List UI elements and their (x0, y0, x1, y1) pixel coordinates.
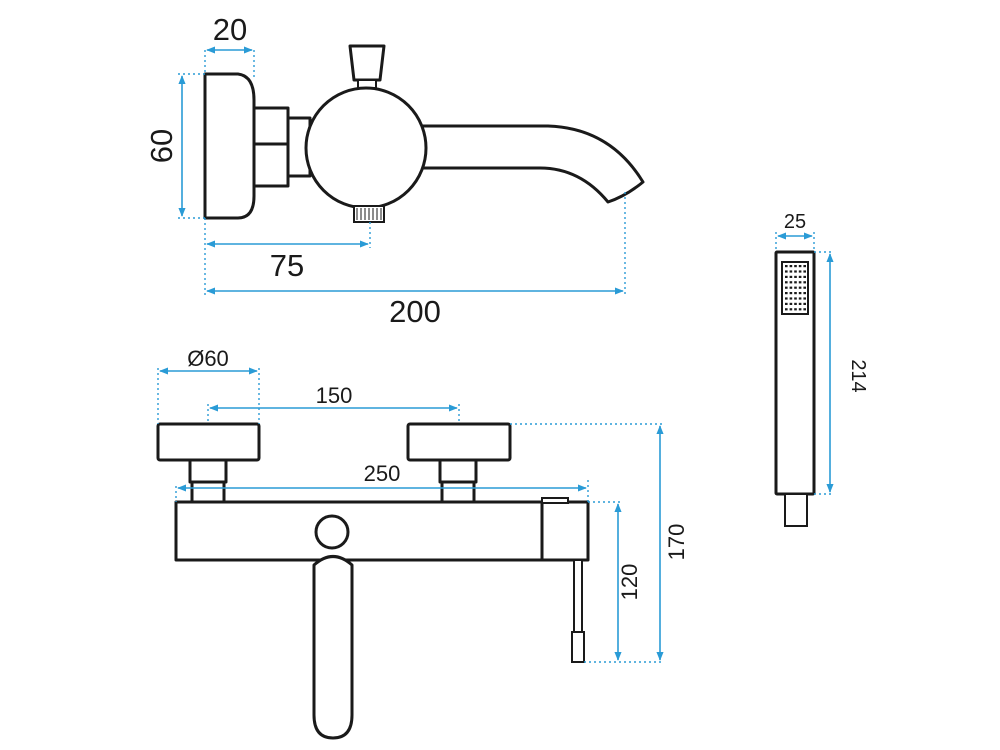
nozzle-hole (803, 297, 806, 300)
nozzle-hole (798, 270, 802, 273)
nozzle-hole (798, 302, 802, 305)
nozzle-hole (794, 270, 797, 273)
nozzle-hole (785, 302, 788, 305)
nozzle-hole (803, 302, 806, 305)
top-view: 20 60 75 200 (144, 12, 645, 329)
spout-pipe (312, 555, 354, 740)
dim-label-214: 214 (847, 359, 869, 392)
diverter-knob (314, 514, 350, 550)
mixer-body-front (174, 500, 590, 562)
nozzle-hole (794, 286, 797, 289)
shower-nozzles (785, 265, 806, 311)
outlet-tip (571, 631, 585, 663)
nozzle-hole (785, 275, 788, 278)
spout (408, 124, 645, 204)
nozzle-hole (789, 270, 793, 273)
nozzle-hole (803, 265, 806, 268)
dim-label-d60: Ø60 (187, 346, 229, 371)
connector-lower (252, 142, 290, 188)
dim-label-250: 250 (364, 461, 401, 486)
stem-left-lower (190, 480, 226, 504)
nozzle-hole (798, 275, 802, 278)
nozzle-hole (803, 281, 806, 284)
thread-lines (356, 208, 382, 220)
nozzle-hole (798, 308, 802, 311)
nozzle-hole (785, 292, 788, 295)
nozzle-hole (789, 297, 793, 300)
dim-label-150: 150 (316, 383, 353, 408)
nozzle-hole (798, 292, 802, 295)
dim-label-75: 75 (270, 248, 304, 283)
nozzle-hole (785, 297, 788, 300)
nozzle-hole (794, 297, 797, 300)
wall-plate (203, 72, 256, 220)
nozzle-hole (803, 275, 806, 278)
body-end-cap (541, 497, 569, 504)
nozzle-hole (798, 265, 802, 268)
nozzle-hole (789, 281, 793, 284)
nozzle-hole (803, 270, 806, 273)
nozzle-hole (785, 308, 788, 311)
nozzle-hole (789, 275, 793, 278)
nozzle-hole (789, 308, 793, 311)
nozzle-hole (789, 286, 793, 289)
nozzle-hole (785, 281, 788, 284)
dim-label-25: 25 (784, 211, 806, 233)
nozzle-hole (803, 286, 806, 289)
nozzle-hole (798, 281, 802, 284)
nozzle-hole (794, 281, 797, 284)
nozzle-hole (785, 286, 788, 289)
nozzle-hole (794, 302, 797, 305)
stem-left-upper (188, 458, 228, 484)
stem-right-upper (438, 458, 478, 484)
front-view: Ø60 150 250 120 170 (156, 346, 689, 740)
nozzle-hole (798, 286, 802, 289)
dim-label-120: 120 (617, 564, 642, 601)
nozzle-hole (789, 302, 793, 305)
connector-upper (252, 106, 290, 146)
stem-right-lower (440, 480, 476, 504)
handle-left (156, 422, 261, 462)
nozzle-hole (785, 270, 788, 273)
dim-label-60: 60 (144, 129, 179, 163)
nozzle-hole (803, 292, 806, 295)
mixer-body (304, 86, 428, 210)
nozzle-hole (789, 265, 793, 268)
outlet-rod (573, 559, 583, 633)
handle-right (406, 422, 512, 462)
hand-shower-view: 25 214 (774, 211, 869, 527)
dim-label-200: 200 (389, 294, 441, 329)
nozzle-hole (798, 297, 802, 300)
knob-top (348, 44, 386, 82)
nozzle-hole (794, 265, 797, 268)
nozzle-hole (785, 265, 788, 268)
hand-shower-connector (784, 493, 808, 527)
nozzle-hole (794, 292, 797, 295)
nozzle-hole (803, 308, 806, 311)
nozzle-hole (794, 275, 797, 278)
nozzle-hole (789, 292, 793, 295)
dim-label-20: 20 (213, 12, 247, 47)
dim-label-170: 170 (664, 524, 689, 561)
nozzle-hole (794, 308, 797, 311)
